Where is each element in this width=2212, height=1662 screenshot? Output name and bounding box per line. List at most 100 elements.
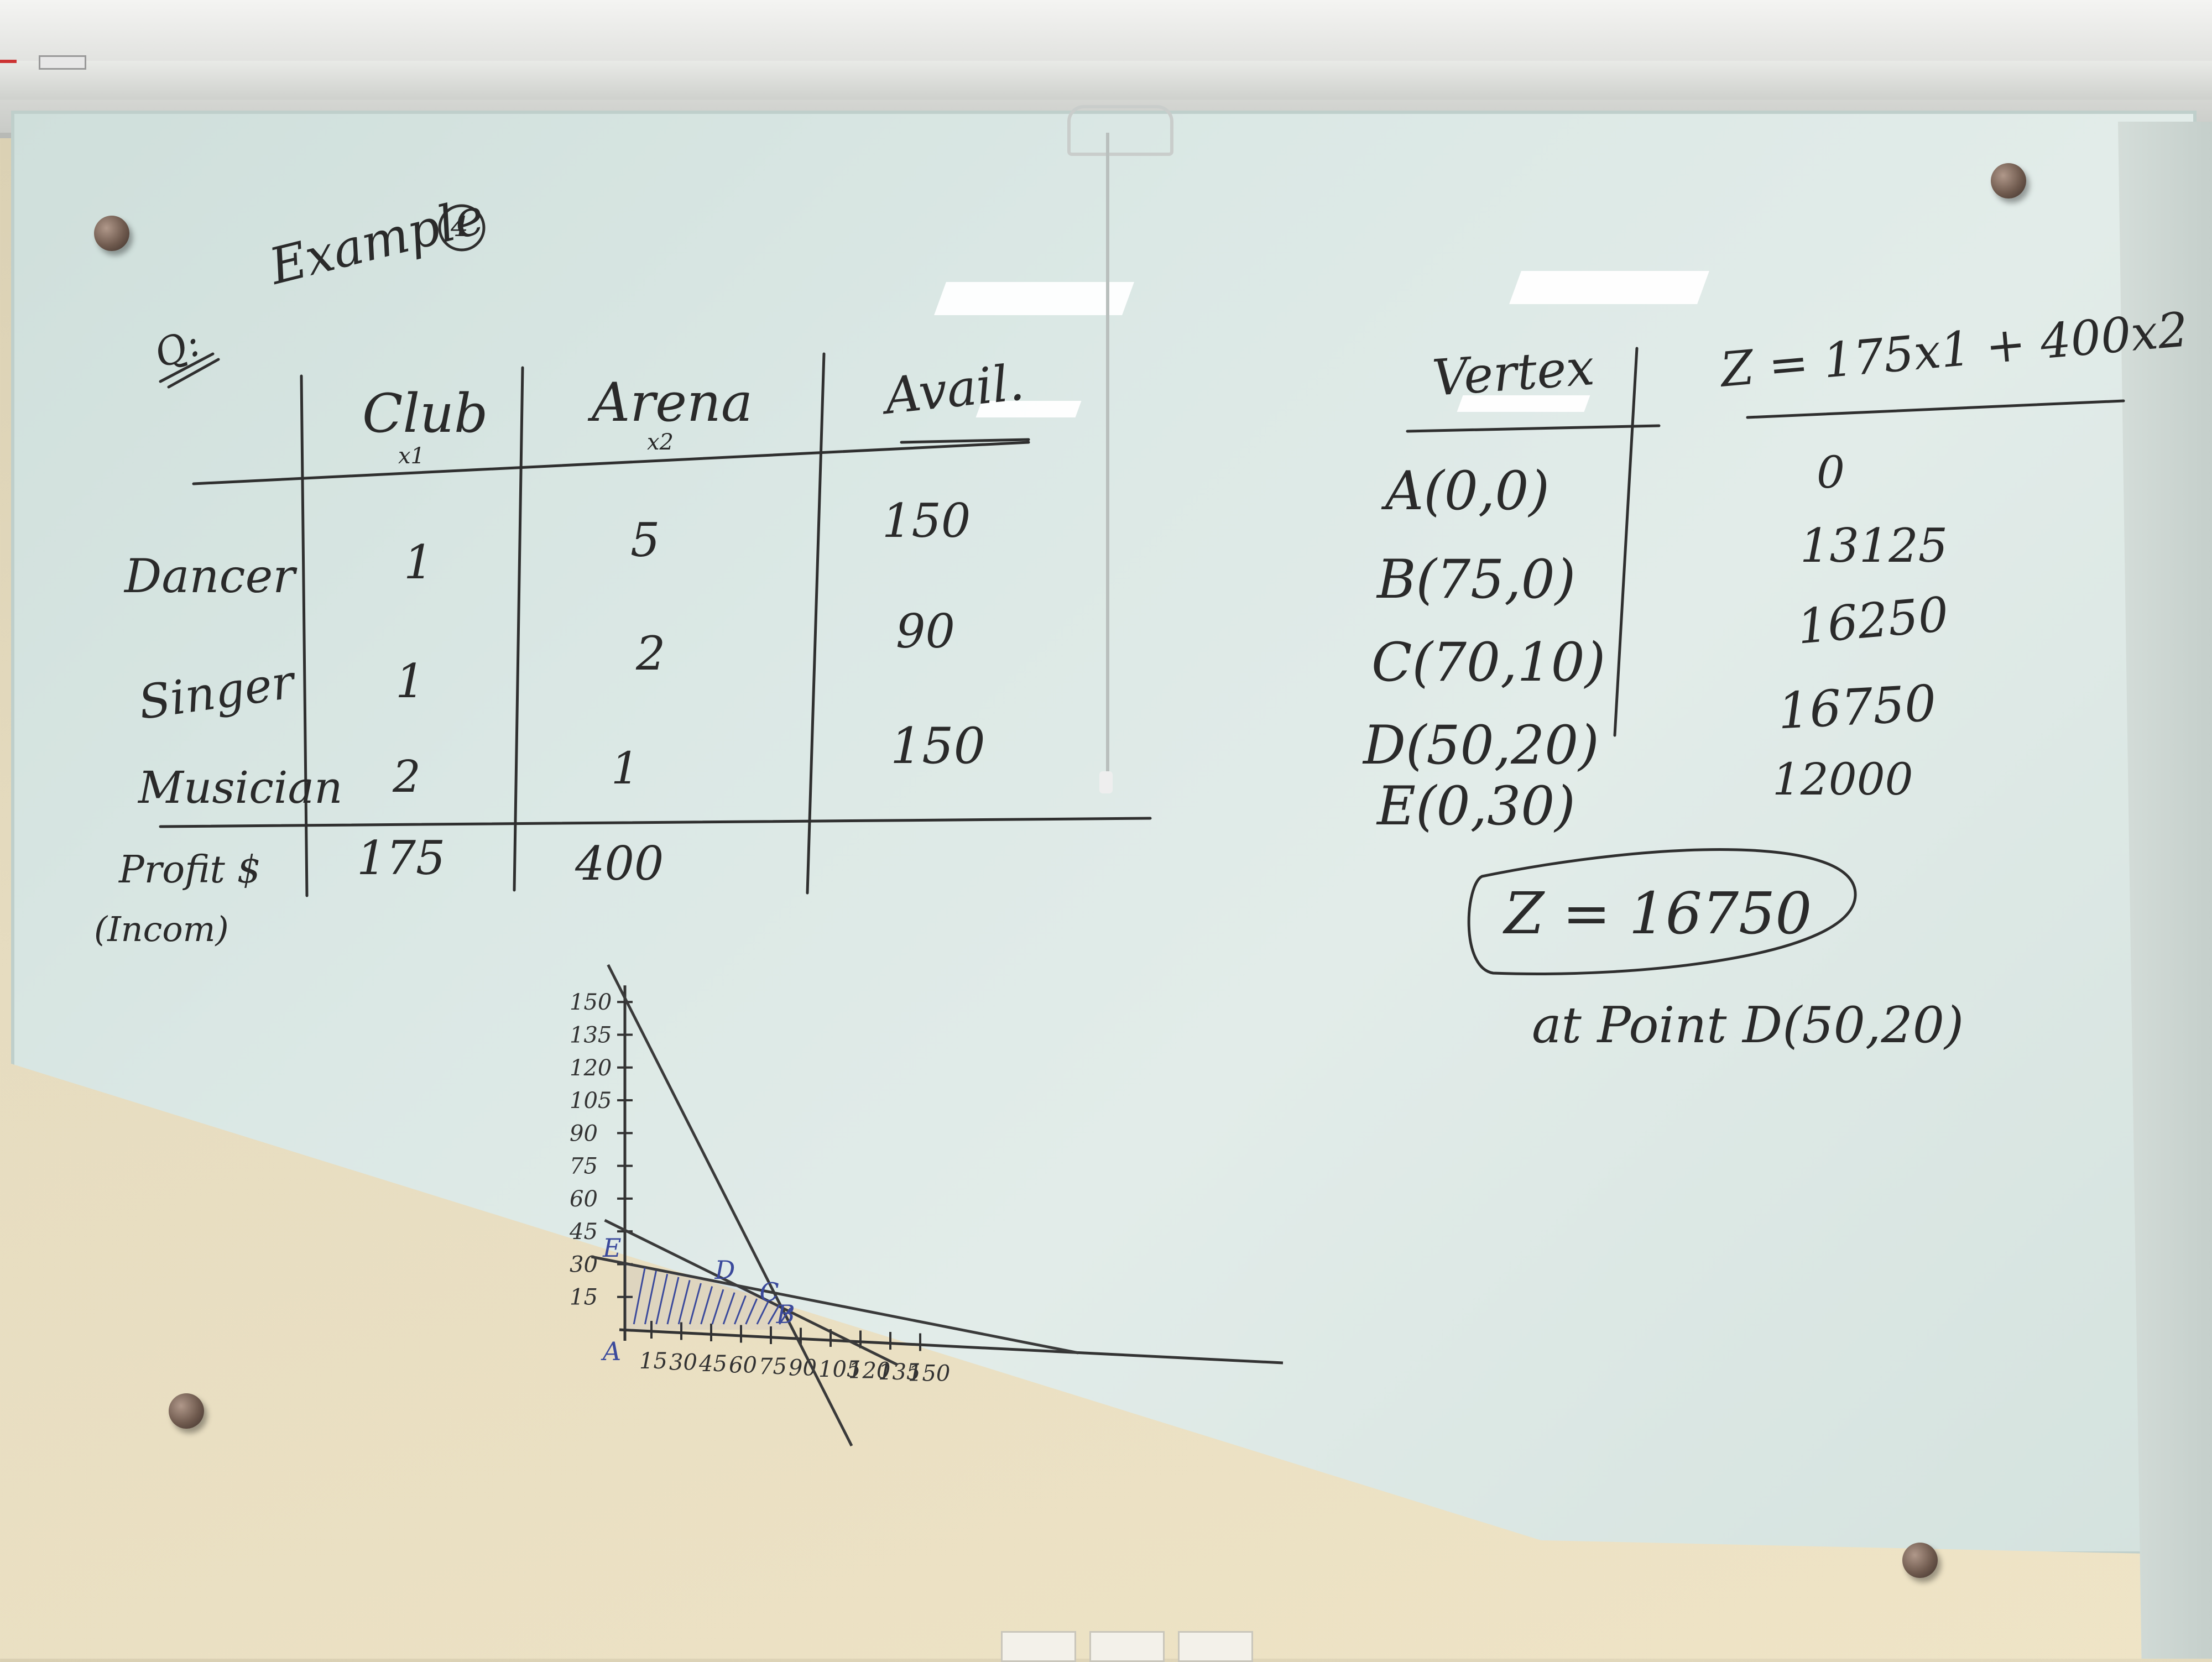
example-circle bbox=[438, 204, 486, 252]
vertex-row: C(70,10) bbox=[1371, 631, 1606, 693]
table-col-divider bbox=[806, 352, 826, 895]
standoff-top-left bbox=[94, 216, 129, 251]
x-tick-label: 30 bbox=[669, 1350, 697, 1376]
feasible-hatch bbox=[644, 1271, 657, 1325]
optimal-z-value: Z = 16750 bbox=[1504, 880, 1812, 947]
feasible-hatch bbox=[689, 1283, 702, 1325]
y-tick-label: 150 bbox=[570, 990, 612, 1015]
x-axis bbox=[619, 1328, 1284, 1365]
vertex-col-divider bbox=[1613, 347, 1639, 737]
vertex-point-label: C bbox=[760, 1277, 779, 1307]
y-tick-label: 75 bbox=[570, 1154, 598, 1179]
constraint-line-musician bbox=[607, 964, 853, 1447]
feasible-hatch bbox=[756, 1301, 769, 1325]
rail-inner-track bbox=[0, 61, 2212, 100]
answer-circle bbox=[1467, 848, 1857, 975]
q-mark bbox=[159, 352, 215, 383]
cell-dancer-avail: 150 bbox=[882, 494, 971, 548]
feasible-hatch bbox=[711, 1289, 724, 1325]
y-tick-label: 45 bbox=[569, 1219, 598, 1245]
feasible-hatch bbox=[700, 1286, 713, 1325]
col-var-x1: x1 bbox=[398, 443, 425, 469]
profit-club: 175 bbox=[357, 831, 446, 885]
vertex-col-header: Vertex bbox=[1430, 338, 1597, 408]
vertex-z-value: 16750 bbox=[1776, 674, 1938, 741]
vertex-row: B(75,0) bbox=[1377, 548, 1576, 610]
feasible-hatch bbox=[655, 1273, 669, 1325]
rail-sticker bbox=[39, 55, 86, 70]
profit-sub-label: (Incom) bbox=[94, 909, 229, 949]
feasible-hatch bbox=[633, 1267, 646, 1325]
standoff-top-right bbox=[1991, 163, 2026, 198]
feasible-hatch bbox=[677, 1280, 691, 1325]
col-header-avail: Avail. bbox=[882, 353, 1027, 426]
col-var-x2: x2 bbox=[647, 430, 674, 455]
cell-musician-avail: 150 bbox=[890, 717, 985, 775]
vertex-point-label: D bbox=[714, 1255, 735, 1285]
x-tick-label: 150 bbox=[908, 1361, 950, 1387]
col-header-club: Club bbox=[362, 383, 488, 445]
profit-label: Profit $ bbox=[119, 848, 261, 892]
vertex-row: D(50,20) bbox=[1363, 714, 1599, 776]
example-number: 4 bbox=[451, 211, 468, 243]
x-tick-label: 15 bbox=[639, 1349, 667, 1374]
x-tick-label: 45 bbox=[698, 1351, 727, 1377]
table-col-divider bbox=[513, 366, 524, 892]
vertex-z-value: 0 bbox=[1817, 447, 1845, 498]
x-tick-label: 120 bbox=[848, 1358, 890, 1384]
profit-arena: 400 bbox=[575, 837, 664, 891]
vertex-point-label: A bbox=[601, 1336, 621, 1366]
avail-underline bbox=[900, 438, 1030, 444]
y-tick-label: 105 bbox=[570, 1088, 612, 1114]
x-tick-label: 105 bbox=[818, 1357, 860, 1382]
cell-dancer-arena: 5 bbox=[630, 513, 660, 567]
feasible-hatch bbox=[767, 1304, 780, 1325]
y-tick-label: 90 bbox=[570, 1121, 598, 1146]
row-label-musician: Musician bbox=[138, 762, 343, 813]
rail-red-mark bbox=[0, 60, 17, 63]
x-tick-label: 135 bbox=[878, 1360, 920, 1385]
y-tick-label: 15 bbox=[570, 1285, 598, 1310]
table-profit-rule bbox=[159, 817, 1152, 828]
table-header-rule bbox=[192, 441, 1030, 485]
constraint-line-singer bbox=[604, 1219, 898, 1366]
standoff-bottom-left bbox=[169, 1393, 204, 1429]
q-mark bbox=[167, 358, 220, 389]
vertex-row: A(0,0) bbox=[1385, 460, 1550, 522]
screen-pull-cord bbox=[1106, 133, 1109, 791]
constraint-line-dancer bbox=[591, 1255, 1079, 1355]
vertex-row: E(0,30) bbox=[1377, 775, 1575, 837]
cell-singer-avail: 90 bbox=[896, 604, 955, 658]
vertex-header-rule bbox=[1406, 424, 1661, 433]
vertex-point-label: B bbox=[776, 1299, 795, 1329]
cell-musician-club: 2 bbox=[393, 751, 421, 802]
wall-outlet bbox=[1001, 1631, 1076, 1662]
cell-dancer-club: 1 bbox=[404, 535, 434, 589]
feasible-hatch bbox=[734, 1295, 747, 1325]
y-tick-label: 120 bbox=[570, 1055, 612, 1081]
screen-pull-cord-tip bbox=[1099, 771, 1113, 793]
y-tick-label: 60 bbox=[570, 1187, 598, 1212]
x-tick-label: 60 bbox=[729, 1353, 757, 1378]
cell-musician-arena: 1 bbox=[611, 743, 639, 794]
cell-singer-club: 1 bbox=[395, 654, 425, 708]
screen-pull-hanger bbox=[1067, 105, 1173, 156]
table-col-divider bbox=[300, 374, 309, 897]
y-tick-label: 135 bbox=[570, 1022, 612, 1048]
row-label-dancer: Dancer bbox=[124, 549, 295, 603]
feasible-hatch bbox=[722, 1292, 735, 1325]
standoff-bottom-right bbox=[1902, 1543, 1938, 1578]
vertex-z-value: 16250 bbox=[1795, 587, 1951, 655]
vertex-z-value: 13125 bbox=[1800, 519, 1948, 573]
wall-outlet bbox=[1089, 1631, 1165, 1662]
col-header-arena: Arena bbox=[592, 372, 753, 433]
cell-singer-arena: 2 bbox=[636, 626, 666, 681]
vertex-point-label: E bbox=[602, 1233, 622, 1263]
feasible-hatch bbox=[745, 1298, 758, 1325]
z-header-rule bbox=[1746, 399, 2125, 419]
vertex-z-value: 12000 bbox=[1772, 754, 1913, 805]
optimal-point: at Point D(50,20) bbox=[1532, 996, 1964, 1054]
feasible-hatch bbox=[666, 1277, 680, 1325]
